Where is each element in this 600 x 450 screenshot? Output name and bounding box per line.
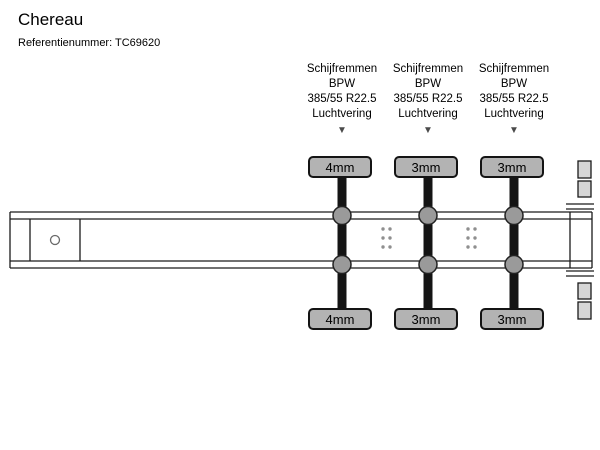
axle-1-top-tread-depth: 4mm	[308, 156, 372, 178]
axle-1-tire-size: 385/55 R22.5	[307, 93, 377, 105]
axle-2-brand: BPW	[414, 78, 442, 90]
axle-1-bar	[337, 168, 347, 318]
axle-3-specs: Schijfremmen BPW 385/55 R22.5 Luchtverin…	[466, 62, 562, 137]
reference-number: Referentienummer: TC69620	[18, 37, 161, 49]
axle-2-wheel-top	[418, 205, 438, 226]
rear-hinge-top-lower	[577, 180, 592, 198]
axle-3-brake-type: Schijfremmen	[478, 63, 550, 75]
page-title: Chereau	[18, 10, 84, 29]
axle-1-brand: BPW	[328, 78, 356, 90]
axle-2-bottom-tread-depth: 3mm	[394, 308, 458, 330]
rear-hinge-bottom-lower	[577, 301, 592, 320]
axle-1-bottom-tread-depth: 4mm	[308, 308, 372, 330]
axle-3-brand: BPW	[500, 78, 528, 90]
axle-3-tire-size: 385/55 R22.5	[479, 93, 549, 105]
rear-hinge-top-upper	[577, 160, 592, 179]
axle-3-top-tread-depth: 3mm	[480, 156, 544, 178]
axle-2-top-tread-depth: 3mm	[394, 156, 458, 178]
rear-end-detail	[566, 160, 594, 320]
axle-1-wheel-bottom	[332, 254, 352, 275]
axle-2-tire-size: 385/55 R22.5	[393, 93, 463, 105]
chassis-beam	[9, 211, 593, 269]
axle-3-wheel-top	[504, 205, 524, 226]
axle-3-down-arrow-icon: ▼	[509, 125, 519, 136]
axle-2-brake-type: Schijfremmen	[392, 63, 464, 75]
kingpin-detail	[29, 219, 81, 261]
axle-1-specs: Schijfremmen BPW 385/55 R22.5 Luchtverin…	[294, 62, 390, 137]
axle-2-down-arrow-icon: ▼	[423, 125, 433, 136]
axle-3-suspension: Luchtvering	[484, 108, 544, 120]
axle-1-wheel-top	[332, 205, 352, 226]
axle-2-bar	[423, 168, 433, 318]
rear-hinge-bottom-upper	[577, 282, 592, 300]
axle-3-wheel-bottom	[504, 254, 524, 275]
axle-3-bottom-tread-depth: 3mm	[480, 308, 544, 330]
axle-3-bar	[509, 168, 519, 318]
axle-2-wheel-bottom	[418, 254, 438, 275]
axle-1-brake-type: Schijfremmen	[306, 63, 378, 75]
axle-1-suspension: Luchtvering	[312, 108, 372, 120]
axle-2-specs: Schijfremmen BPW 385/55 R22.5 Luchtverin…	[380, 62, 476, 137]
beam-rivet-dots	[381, 227, 477, 249]
axle-2-suspension: Luchtvering	[398, 108, 458, 120]
axle-1-down-arrow-icon: ▼	[337, 125, 347, 136]
